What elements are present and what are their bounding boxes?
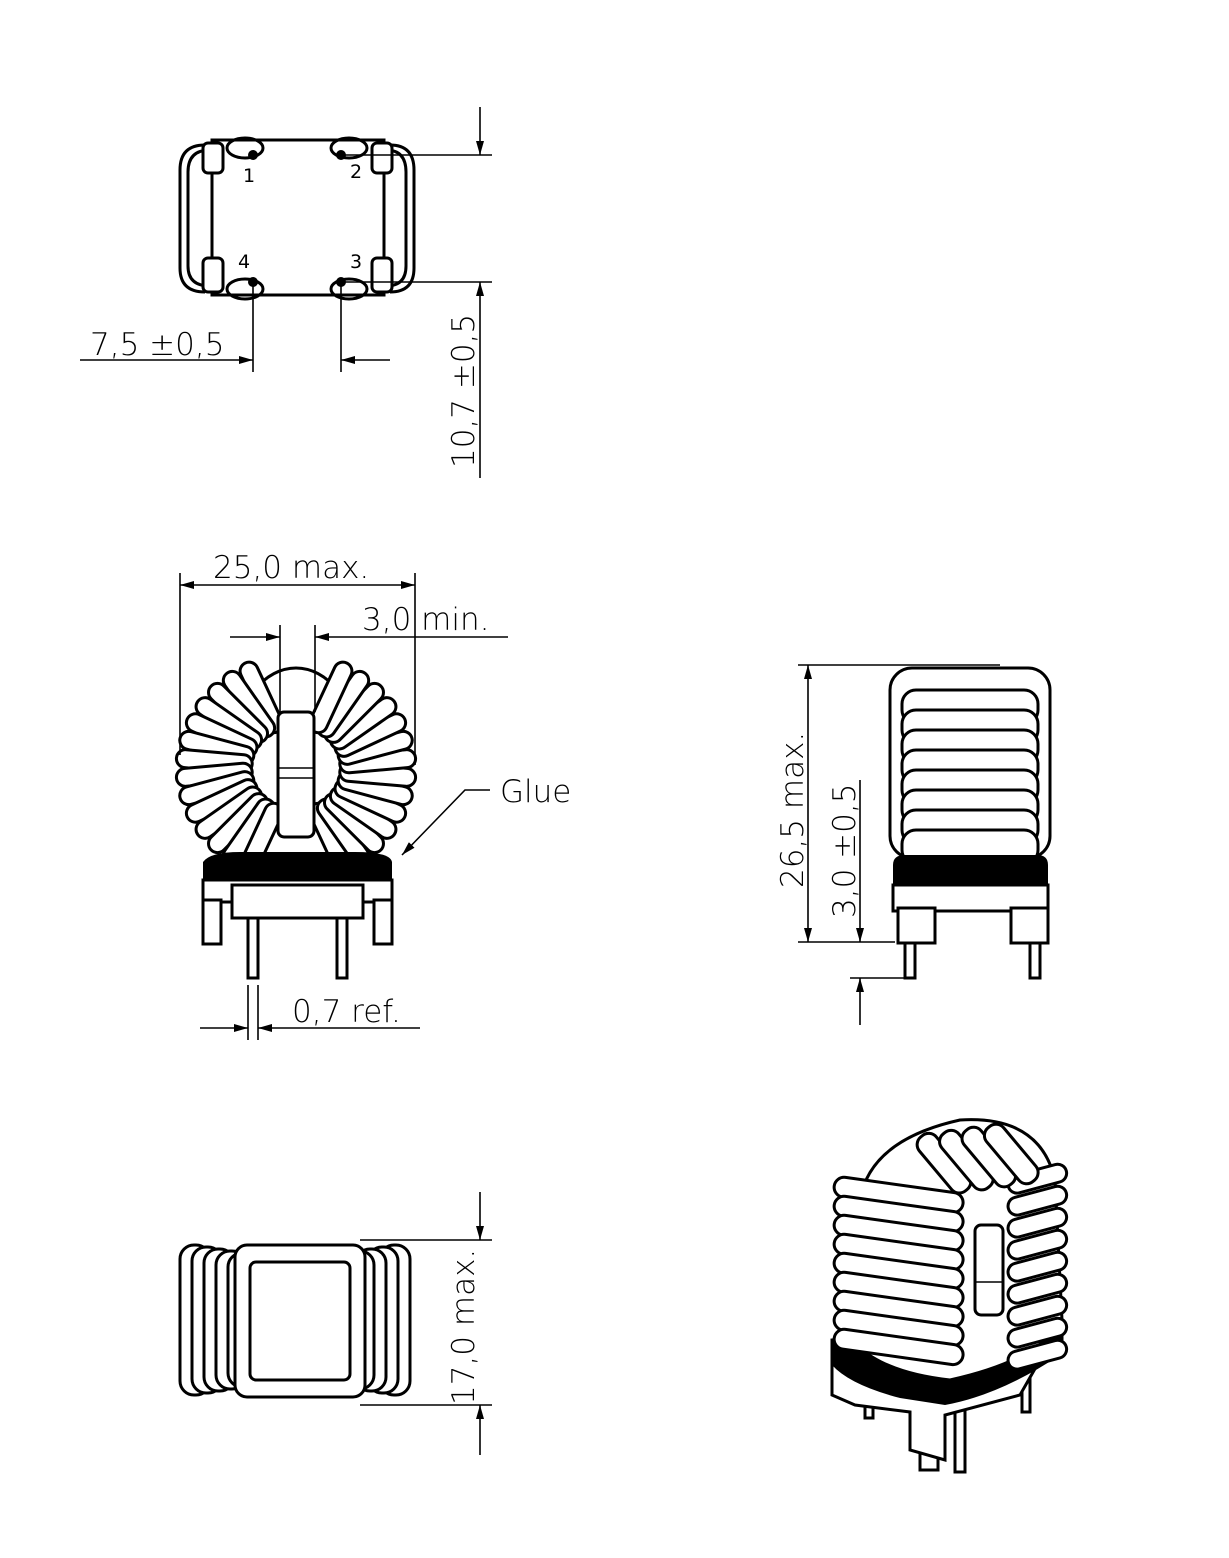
winding-turn: [832, 1327, 965, 1367]
left-winding-outline: [178, 143, 206, 294]
pad: [201, 141, 225, 175]
pin: [903, 941, 917, 980]
bottom-core-window: [248, 1260, 352, 1382]
dim-height: 26,5 max.: [775, 732, 811, 888]
pin: [246, 916, 260, 980]
winding-turn: [982, 1122, 1040, 1186]
dim-pin-length: 3,0 ±0,5: [827, 784, 863, 918]
side-view: 26,5 max. 3,0 ±0,5: [775, 664, 1052, 1025]
base-leg: [372, 898, 394, 946]
winding-turn: [1006, 1250, 1069, 1283]
pin-4-marker: [248, 277, 258, 287]
dim-pin-diameter: 0,7 ref.: [292, 994, 401, 1030]
pin-label-4: 4: [238, 251, 250, 273]
core-divider: [276, 710, 316, 839]
glue-base: [893, 855, 1048, 885]
pin-1-marker: [248, 150, 258, 160]
pin-label-1: 1: [243, 165, 255, 187]
top-body: [210, 138, 386, 297]
winding-turn: [1006, 1228, 1069, 1261]
pin: [1028, 941, 1042, 980]
winding-turn: [1006, 1338, 1069, 1371]
dim-depth: 17,0 max.: [446, 1249, 482, 1405]
pin-label-2: 2: [350, 161, 362, 183]
winding-turn: [1006, 1272, 1069, 1305]
winding-turn: [1006, 1206, 1069, 1239]
pad: [201, 256, 225, 294]
side-windings: [900, 688, 1040, 866]
isometric-view: [830, 1118, 1069, 1474]
base-leg: [201, 898, 223, 946]
toroid-windings: [174, 660, 418, 876]
pin-3-marker: [336, 277, 346, 287]
pin-label-3: 3: [350, 251, 362, 273]
winding-turn: [1006, 1316, 1069, 1349]
pad: [370, 256, 394, 294]
front-view: 25,0 max. 3,0 min. Glue 0,7 ref.: [174, 550, 571, 1040]
pin: [335, 916, 349, 980]
glue-base: [203, 852, 392, 880]
iso-windings: [832, 1122, 1069, 1371]
winding-turn: [1006, 1184, 1069, 1217]
iso-divider: [973, 1223, 1005, 1317]
winding-turn: [1006, 1294, 1069, 1327]
glue-label: Glue: [500, 774, 571, 810]
dim-row-pitch: 10,7 ±0,5: [446, 314, 482, 468]
top-view: 1 2 3 4 7,5 ±0,5 10,7 ±0,5: [80, 107, 492, 478]
pad: [370, 141, 394, 175]
bottom-view: 17,0 max.: [178, 1192, 492, 1455]
dim-pin-pitch: 7,5 ±0,5: [90, 327, 224, 363]
pin-2-marker: [336, 150, 346, 160]
dim-gap: 3,0 min.: [362, 602, 489, 638]
right-winding-outline: [389, 143, 416, 294]
dim-width: 25,0 max.: [213, 550, 369, 586]
